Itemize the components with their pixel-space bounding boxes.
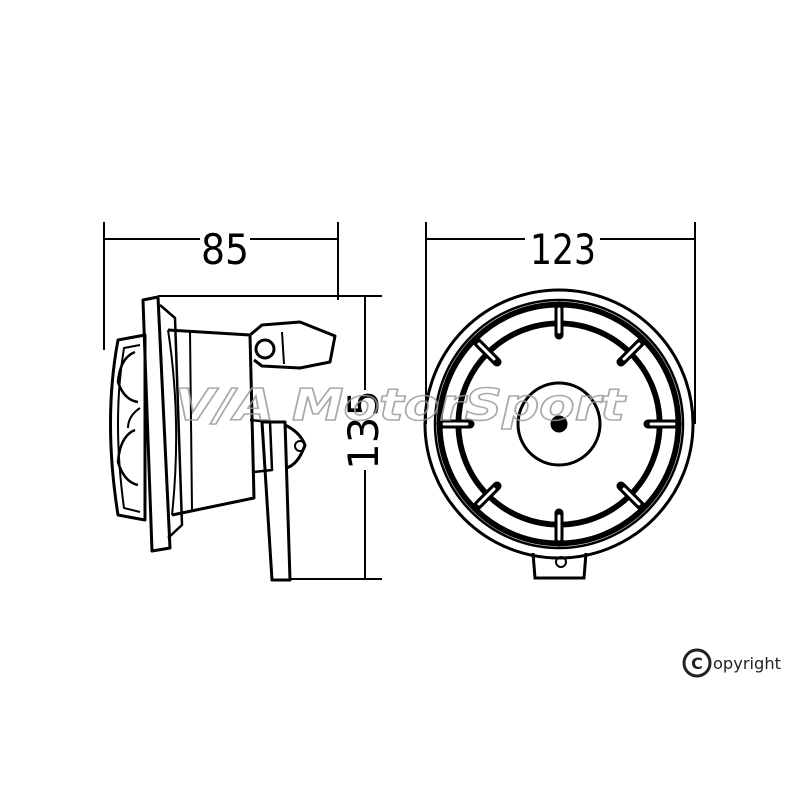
side-view bbox=[109, 295, 337, 582]
grille-rib-gaps bbox=[442, 307, 676, 541]
front-dimension-lines bbox=[425, 222, 696, 424]
flange bbox=[141, 295, 184, 553]
watermark-text: V/A MotorSport bbox=[175, 380, 627, 431]
inner-rim bbox=[433, 298, 685, 550]
side-dimension-lines bbox=[103, 222, 382, 580]
mounting-tab bbox=[531, 552, 588, 580]
center-disc bbox=[516, 381, 602, 467]
copyright-icon bbox=[682, 648, 712, 678]
front-view bbox=[423, 288, 695, 580]
height-dimension-label: 135 bbox=[339, 390, 388, 470]
mounting-bracket bbox=[260, 420, 307, 582]
diameter-dimension-label: 123 bbox=[530, 225, 596, 274]
horn-body bbox=[167, 320, 337, 517]
depth-dimension-label: 85 bbox=[201, 225, 249, 274]
copyright-symbol: C bbox=[691, 654, 703, 673]
copyright-label: opyright bbox=[713, 654, 781, 673]
tab-hole bbox=[555, 556, 567, 568]
copyright-mark: C opyright bbox=[682, 648, 781, 678]
center-boss bbox=[550, 415, 568, 433]
front-dome bbox=[109, 333, 147, 522]
